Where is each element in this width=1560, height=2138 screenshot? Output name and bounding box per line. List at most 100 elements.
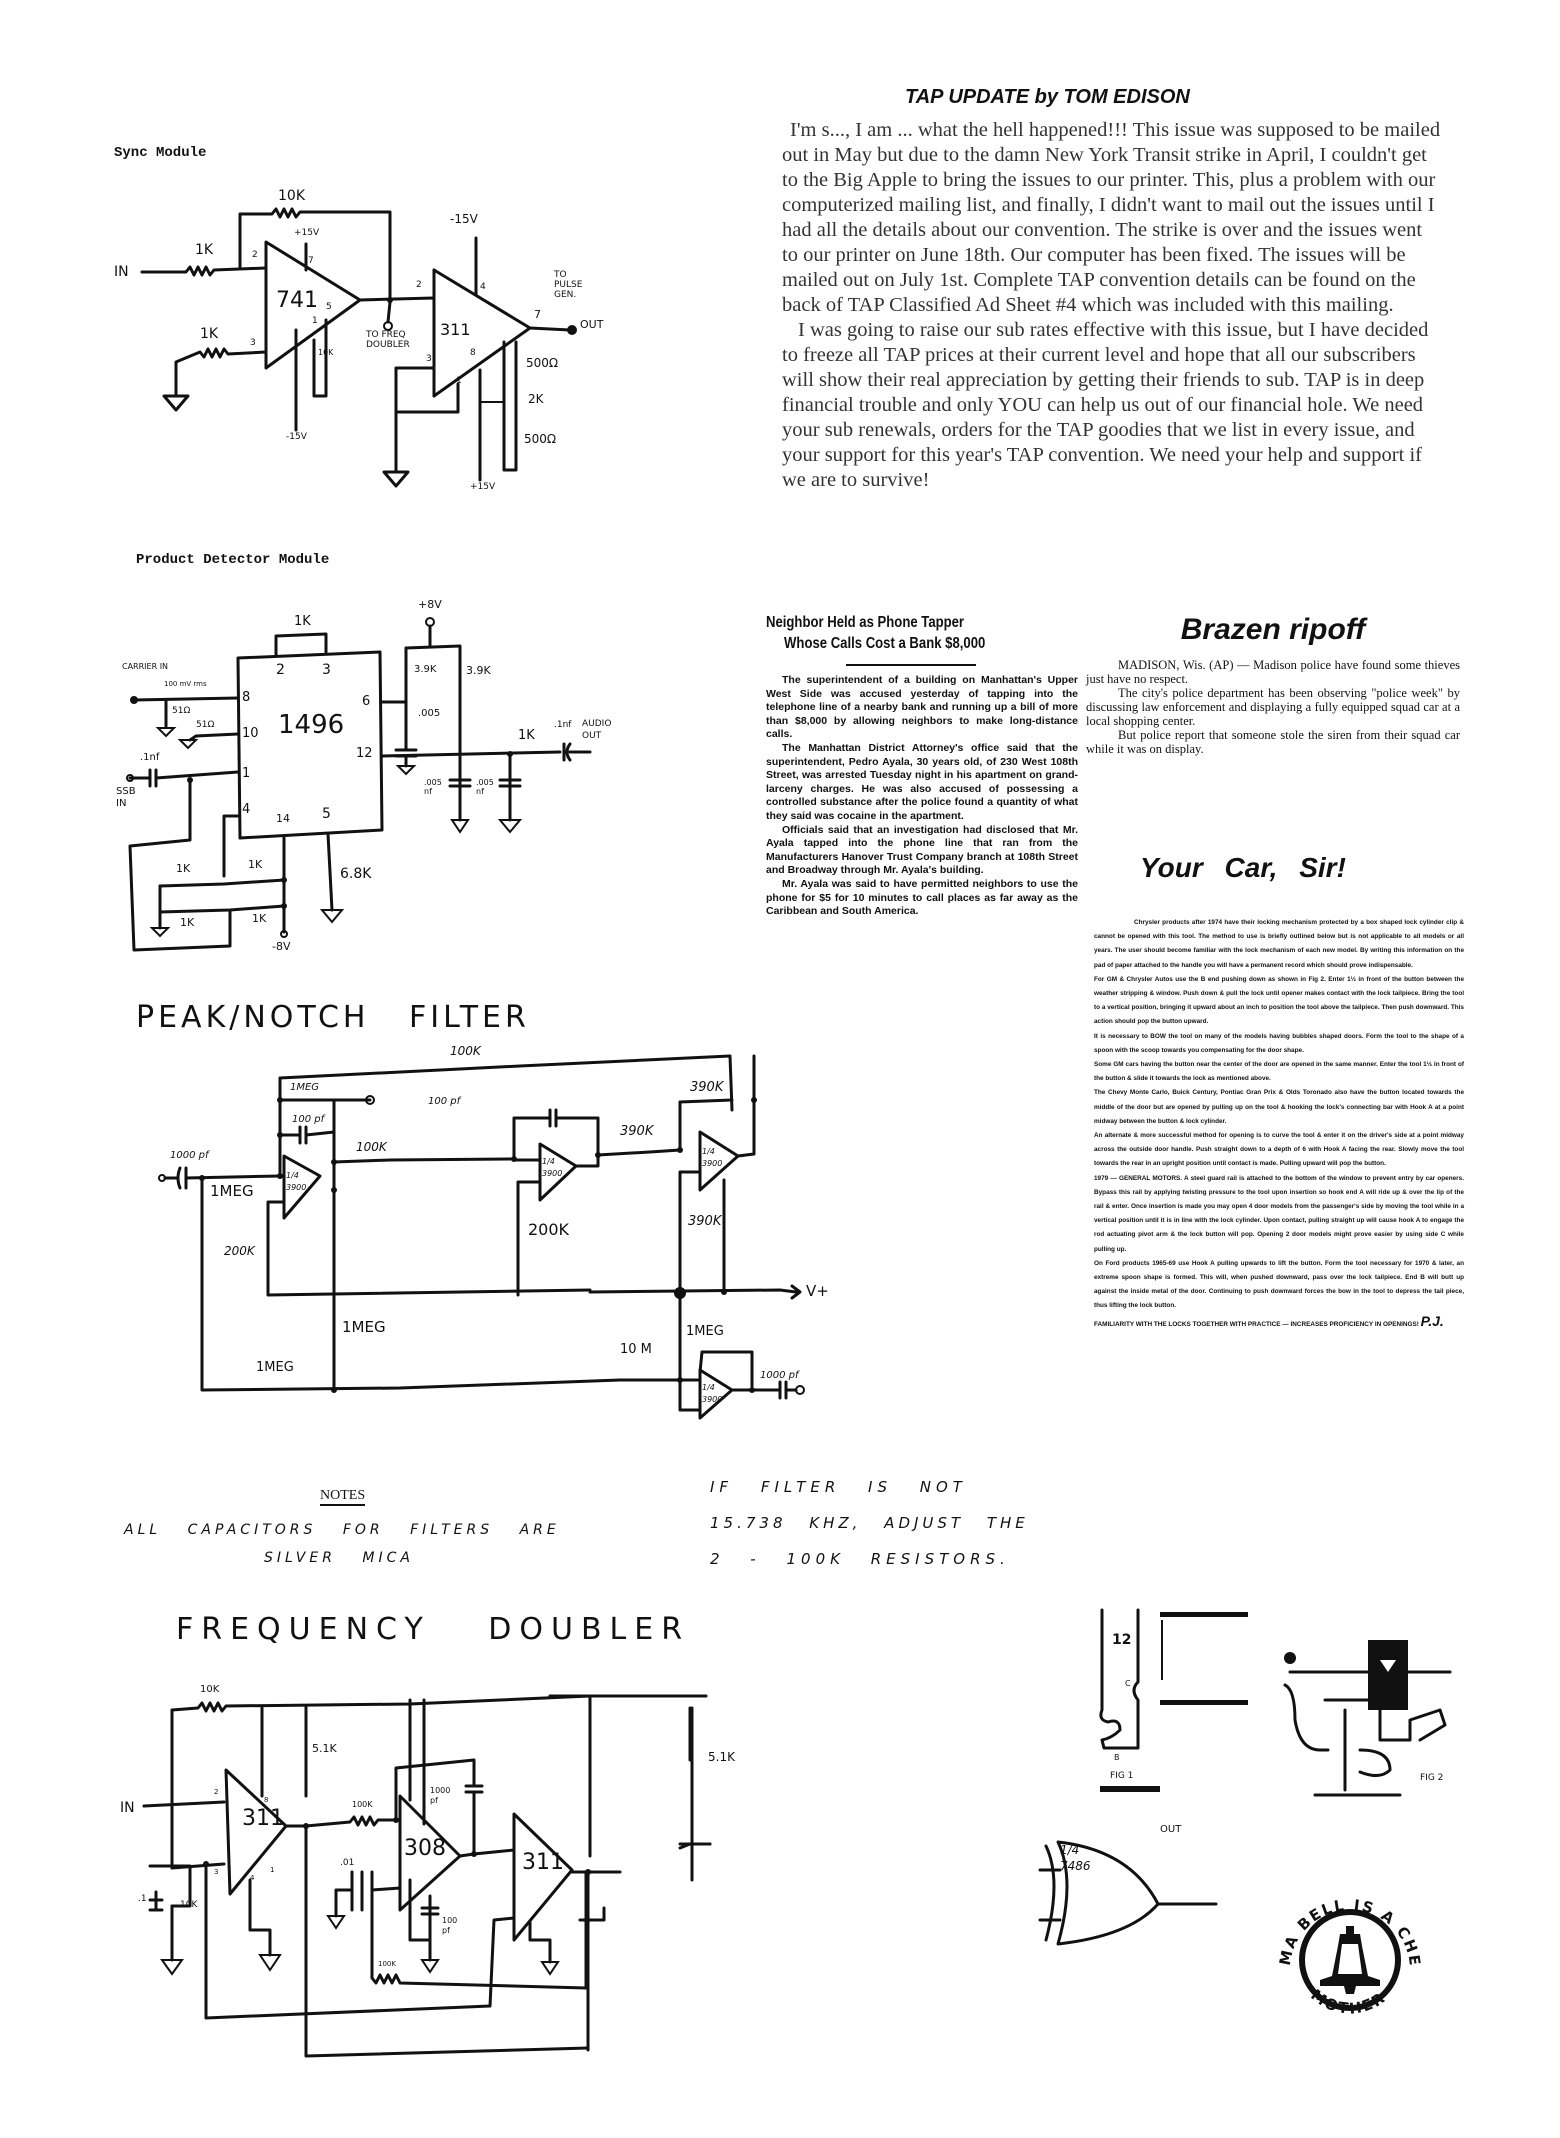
signature: P.J. — [1420, 1312, 1444, 1329]
r-in-label: 1MEG — [210, 1182, 254, 1200]
opamp-3900-a — [282, 1154, 322, 1220]
r39-b-label: 3.9K — [466, 664, 491, 677]
xor-gate-7486 — [1038, 1840, 1218, 1946]
audio-out-label: AUDIO OUT — [582, 719, 612, 741]
brazen-headline: Brazen ripoff — [1180, 613, 1366, 646]
c-fb2-label: 100 pf — [428, 1096, 461, 1107]
opamp-308-label: 308 — [404, 1836, 446, 1861]
r51-b-label: 51Ω — [196, 720, 215, 730]
ground-icon — [162, 394, 190, 412]
c-in-label: 1000 pf — [170, 1150, 209, 1161]
r-2k-label: 2K — [528, 392, 544, 406]
vplus-label: V+ — [806, 1282, 829, 1300]
frequency-doubler-schematic — [142, 1694, 712, 2058]
r51-a-label: 51Ω — [172, 706, 191, 716]
sync-v-neg-label: -15V — [286, 432, 307, 442]
r2-label: 1K — [248, 858, 263, 871]
pin-label: 14 — [276, 812, 290, 825]
opamp-label: 1/4 3900 — [286, 1171, 307, 1192]
sync-r-fb-label: 10K — [278, 188, 305, 204]
pin-label: 2 — [214, 1788, 219, 1796]
opamp-3900-d — [698, 1368, 734, 1420]
opamp-308 — [398, 1794, 462, 1912]
opamp-label: 1/4 3900 — [702, 1147, 723, 1168]
pin-label: 4 — [480, 282, 486, 292]
r51-a-label: 5.1K — [312, 1742, 337, 1755]
pin-label: 6 — [362, 694, 371, 709]
pin-label: 1 — [242, 766, 251, 781]
carrier-in-label: CARRIER IN — [122, 662, 169, 671]
frequency-doubler-title: FREQUENCY DOUBLER — [176, 1612, 691, 1647]
comparator-311-label: 311 — [440, 320, 471, 339]
neighbor-paragraph: Officials said that an investigation had… — [766, 823, 1078, 877]
pin-label: 7 — [308, 256, 314, 266]
notes-line: SILVER MICA — [264, 1550, 414, 1566]
comparator-311-a-label: 311 — [242, 1806, 284, 1831]
fig1-end-label: B — [1114, 1753, 1120, 1762]
c1000-label: 1000 pf — [430, 1786, 451, 1805]
headline-line: Whose Calls Cost a Bank $8,000 — [784, 635, 986, 652]
c-out-label: .1nf — [554, 720, 572, 730]
car-paragraph: For GM & Chrysler Autos use the B end pu… — [1094, 975, 1464, 1026]
fig2-door-drawing — [1283, 1640, 1452, 1797]
to-pulse-gen-label: TO PULSE GEN. — [554, 270, 583, 300]
r100k-label: 100K — [352, 1800, 373, 1809]
r390-c-label: 390K — [688, 1214, 722, 1229]
tap-update-body: I'm s..., I am ... what the hell happene… — [782, 118, 1442, 493]
comp-v-pos-label: +15V — [470, 482, 496, 492]
peak-notch-title: PEAK/NOTCH FILTER — [136, 1000, 530, 1035]
r4-label: 1K — [252, 912, 267, 925]
r10m-label: 10 M — [620, 1342, 652, 1357]
doubler-in-label: IN — [120, 1800, 135, 1816]
adjust-line: IF FILTER IS NOT — [710, 1478, 967, 1496]
r3-label: 1K — [180, 916, 195, 929]
car-headline: Your Car, Sir! — [1140, 852, 1346, 883]
r51-b-label: 5.1K — [708, 1750, 735, 1764]
adjust-line: 15.738 KHZ, ADJUST THE — [710, 1514, 1029, 1532]
tap-update-paragraph: I was going to raise our sub rates effec… — [782, 319, 1429, 491]
pin-label: 8 — [242, 690, 251, 705]
r10k-top-label: 10K — [200, 1684, 220, 1695]
vcc-label: +8V — [418, 598, 442, 611]
r1meg-b-label: 1MEG — [256, 1360, 294, 1375]
sync-in-label: IN — [114, 264, 129, 280]
adjust-line: 2 - 100K RESISTORS. — [710, 1550, 1010, 1568]
ground-resistor — [174, 347, 268, 398]
r100k-b-label: 100K — [378, 1960, 396, 1968]
pin-label: 1 — [456, 376, 462, 386]
sync-out-label: OUT — [580, 318, 604, 331]
c005-b-label: .005 nf — [424, 778, 442, 796]
r39-a-label: 3.9K — [414, 664, 437, 675]
r1meg-v-label: 1MEG — [342, 1318, 386, 1336]
car-article-body: Chrysler products after 1974 have their … — [1094, 916, 1464, 1332]
pin-label: 3 — [322, 662, 331, 678]
fig1-number: 12 — [1112, 1632, 1131, 1648]
sync-module-title: Sync Module — [114, 145, 207, 161]
c100-label: 100 pf — [442, 1916, 458, 1935]
fig2-label: FIG 2 — [1420, 1773, 1443, 1783]
car-paragraph: It is necessary to BOW the tool on many … — [1094, 1032, 1464, 1054]
opamp-741-symbol — [264, 240, 362, 370]
tap-update-title: TAP UPDATE by TOM EDISON — [905, 86, 1190, 108]
peak-notch-schematic — [158, 1054, 805, 1420]
sync-r-gnd-label: 1K — [200, 326, 219, 342]
r1meg-fb-label: 1MEG — [686, 1324, 724, 1339]
r-mid-label: 100K — [356, 1140, 387, 1154]
vee-label: -8V — [272, 940, 291, 953]
r1-label: 1K — [176, 862, 191, 875]
c01-label: .01 — [340, 1858, 355, 1868]
r390-b-label: 390K — [690, 1080, 724, 1095]
pin-label: 7 — [534, 308, 541, 321]
c-fb1-label: 100 pf — [292, 1114, 325, 1125]
pin-label: 8 — [264, 1796, 269, 1804]
neighbor-headline: Neighbor Held as Phone Tapper Whose Call… — [766, 612, 1022, 654]
brazen-paragraph: The city's police department has been ob… — [1086, 686, 1460, 728]
to-freq-doubler-label: TO FREQ DOUBLER — [366, 330, 410, 350]
pin-label: 2 — [276, 662, 285, 678]
logo-ring — [1299, 1909, 1401, 2011]
pin-label: 4 — [242, 802, 251, 817]
r200-a-label: 200K — [224, 1244, 255, 1258]
gate-label: 1/4 7486 — [1060, 1843, 1091, 1873]
pin-label: 5 — [326, 302, 332, 312]
fig1-side-label: C — [1125, 1679, 1131, 1688]
